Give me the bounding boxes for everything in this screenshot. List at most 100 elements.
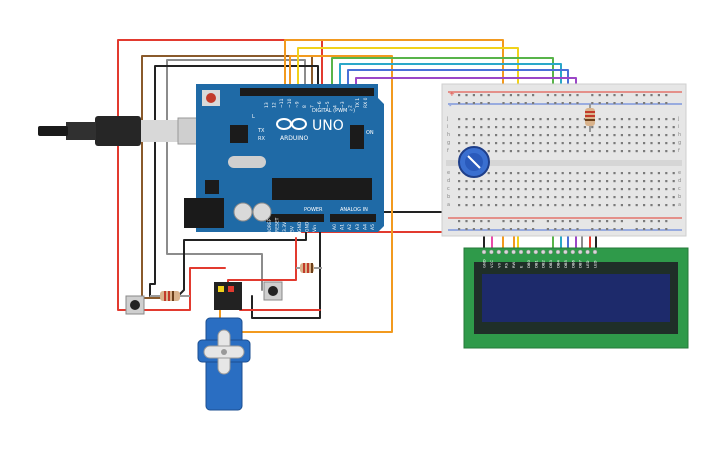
bb-rail-hole <box>591 228 594 231</box>
bb-rail-hole <box>657 102 660 105</box>
bb-rail-hole <box>487 220 490 223</box>
bb-rail-hole <box>487 94 490 97</box>
arduino-brand: ARDUINO <box>280 135 309 142</box>
bb-hole <box>502 180 505 183</box>
bb-rail-hole <box>665 220 668 223</box>
bb-rail-hole <box>635 102 638 105</box>
bb-rail-hole <box>517 94 520 97</box>
bb-hole <box>650 142 653 145</box>
bb-hole <box>569 196 572 199</box>
lcd-pin-label-13: DB7 <box>578 259 583 268</box>
bb-hole <box>532 118 535 121</box>
bb-hole <box>620 118 623 121</box>
lcd-pin-label-10: DB4 <box>556 259 561 268</box>
bb-hole <box>546 126 549 129</box>
bb-hole <box>628 142 631 145</box>
bb-hole <box>472 142 475 145</box>
bb-row-letter-right-0: a <box>678 202 681 208</box>
bb-hole <box>650 150 653 153</box>
bb-hole <box>458 142 461 145</box>
bb-hole <box>628 180 631 183</box>
bb-hole <box>561 196 564 199</box>
bb-hole <box>613 134 616 137</box>
bb-hole <box>591 204 594 207</box>
bb-rail-hole <box>458 228 461 231</box>
digital-pin-label-4: ~9 <box>294 101 300 108</box>
bb-rail-hole <box>487 228 490 231</box>
bb-rail-hole <box>546 102 549 105</box>
led-rx-label: RX <box>258 136 265 142</box>
bb-hole <box>643 126 646 129</box>
bb-row-letter-left-1: b <box>447 194 450 200</box>
bb-hole <box>509 180 512 183</box>
lcd-pin-3 <box>503 249 509 255</box>
bb-hole <box>524 188 527 191</box>
arduino-model: UNO <box>312 118 344 134</box>
bb-rail-hole <box>546 220 549 223</box>
bb-hole <box>672 150 675 153</box>
bb-rail-hole <box>561 220 564 223</box>
bb-hole <box>606 134 609 137</box>
bb-hole <box>643 180 646 183</box>
bb-hole <box>458 196 461 199</box>
bb-rail-hole <box>532 228 535 231</box>
lcd-pin-label-7: DB1 <box>533 259 538 268</box>
lcd-pin-2 <box>496 249 502 255</box>
analog-pin-label-2: A2 <box>347 224 353 230</box>
bb-hole <box>650 134 653 137</box>
bb-rail-hole <box>650 102 653 105</box>
bb-hole <box>628 150 631 153</box>
bb-rail-hole <box>502 220 505 223</box>
bb-hole <box>472 134 475 137</box>
bb-rail-hole <box>480 102 483 105</box>
bb-hole <box>591 172 594 175</box>
bb-hole <box>517 126 520 129</box>
lcd-pin-label-2: V0 <box>496 262 501 268</box>
bb-hole <box>576 118 579 121</box>
analog-pin-label-5: A5 <box>370 224 376 230</box>
digital-pin-label-8: ~5 <box>325 101 331 108</box>
bb-rail-hole <box>620 102 623 105</box>
bb-hole <box>546 118 549 121</box>
bb-hole <box>635 204 638 207</box>
bb-hole <box>465 134 468 137</box>
lcd-pin-7 <box>533 249 539 255</box>
lcd-pin-label-4: RW <box>511 262 516 268</box>
bb-hole <box>613 126 616 129</box>
bb-hole <box>509 204 512 207</box>
bb-hole <box>665 126 668 129</box>
bb-row-letter-right-7: h <box>678 132 681 138</box>
bb-rail-hole <box>509 102 512 105</box>
bb-hole <box>657 188 660 191</box>
bb-hole <box>569 142 572 145</box>
bb-hole <box>657 204 660 207</box>
bb-rail-hole <box>613 220 616 223</box>
power-header <box>266 214 324 222</box>
bb-hole <box>487 126 490 129</box>
bb-hole <box>620 172 623 175</box>
pushbutton-right[interactable] <box>263 281 283 301</box>
bb-rail-hole <box>509 220 512 223</box>
lcd-pin-11 <box>563 249 568 255</box>
bb-rail-hole <box>569 102 572 105</box>
bb-hole <box>480 134 483 137</box>
bb-hole <box>554 150 557 153</box>
bb-row-letter-left-4: e <box>447 170 450 176</box>
bb-hole <box>458 150 461 153</box>
bb-hole <box>657 172 660 175</box>
bb-hole <box>598 172 601 175</box>
bb-hole <box>598 180 601 183</box>
bb-hole <box>561 172 564 175</box>
pushbutton-left[interactable] <box>125 295 145 315</box>
bb-rail-hole <box>524 228 527 231</box>
bb-hole <box>598 134 601 137</box>
power-pin-label-2: 3.3V <box>282 221 288 232</box>
bb-row-letter-left-7: h <box>447 132 450 138</box>
analog-pin-label-3: A3 <box>355 224 361 230</box>
bb-hole <box>576 150 579 153</box>
bb-hole <box>672 196 675 199</box>
bb-hole <box>657 142 660 145</box>
bb-rail-hole <box>665 228 668 231</box>
bb-hole <box>650 180 653 183</box>
